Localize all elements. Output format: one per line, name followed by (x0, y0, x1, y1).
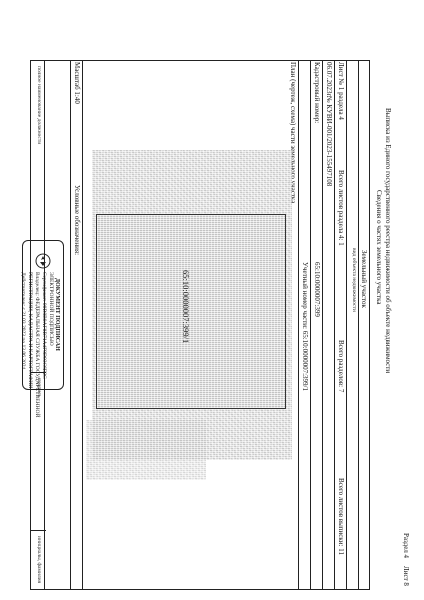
part-number: Учетный номер части: 65:10:0000007:399/1 (301, 262, 309, 392)
stamp-line-2: Сертификат: 00D8B0AF8B71A4F9D03C6E2C (41, 272, 47, 379)
scale-text: Масштаб 1:40 (73, 62, 81, 104)
signatory-caption: полное наименование должности (36, 66, 42, 145)
sections-total: Всего разделов: 7 (337, 340, 345, 393)
plan-noise-patch (86, 420, 206, 480)
land-part-outline (96, 214, 286, 409)
header-row-divider-4 (322, 60, 323, 590)
stamp-line-4: РЕГИСТРАЦИИ, КАДАСТРА И КАРТОГРАФИИ (27, 272, 33, 389)
header-row-divider-1 (358, 60, 359, 590)
land-part-label: 65:10:0000007:399/1 (181, 270, 191, 344)
object-kind: Земельный участок (360, 250, 368, 308)
cadastral-value: 65:10:0000007:399 (313, 262, 321, 317)
signature-row-divider (44, 60, 45, 590)
stamp-line-5: Действителен: с 21.03.2023 по 13.06.2024 (20, 272, 26, 370)
header-row-divider-5 (310, 60, 311, 590)
sheets-total: Всего листов выписки: 11 (337, 478, 345, 555)
stamp-line-1: ЭЛЕКТРОННОЙ ПОДПИСЬЮ (48, 272, 54, 346)
document-subtitle: Сведения о частях земельного участка (375, 190, 383, 305)
stamp-line-3: Владелец: ФЕДЕРАЛЬНАЯ СЛУЖБА ГОСУДАРСТВЕ… (34, 272, 40, 418)
table-frame (30, 60, 370, 590)
emblem-icon (35, 253, 51, 269)
document-title: Выписка из Единого государственного реес… (384, 108, 392, 374)
object-kind-caption: вид объекта недвижимости (351, 248, 357, 312)
e-signature-stamp (22, 240, 64, 390)
header-row-divider-6 (298, 60, 299, 590)
stamp-title: ДОКУМЕНТ ПОДПИСАН (54, 278, 60, 351)
header-row-divider-2 (346, 60, 347, 590)
initials-caption: инициалы, фамилия (36, 536, 42, 584)
sheets-in-section: Всего листов раздела 4: 1 (337, 170, 345, 246)
sheet-label: Лист 8 (402, 566, 410, 586)
legend-text: Условные обозначения: (73, 185, 81, 256)
document-number: № КУВИ-001/2023-155497108 (325, 96, 333, 187)
page-label: Раздел 4 (402, 533, 410, 559)
document-date: 06.07.2023г. (325, 62, 333, 98)
scale-row-divider (82, 60, 83, 590)
sheet-of-section: Лист № 1 раздела 4 (337, 62, 345, 120)
signature-line-sep-2 (30, 530, 46, 531)
cadastral-label: Кадастровый номер: (313, 62, 321, 124)
header-row-divider-3 (334, 60, 335, 590)
signature-line-sep-1 (30, 372, 46, 373)
legend-row-divider (70, 60, 71, 590)
